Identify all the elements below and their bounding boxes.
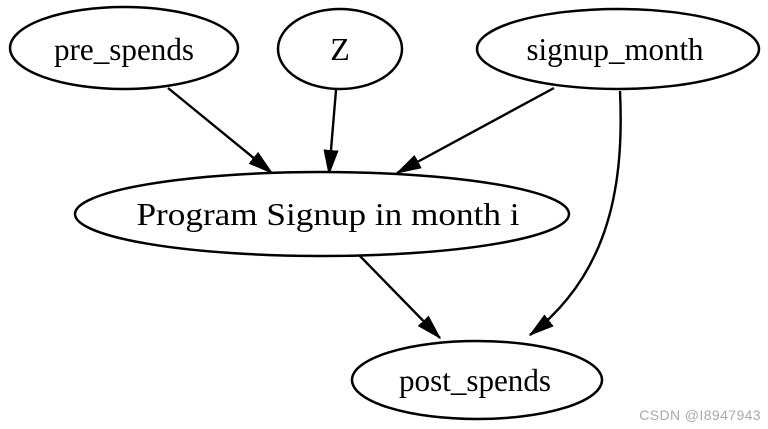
node-program-signup-label: Program Signup in month i xyxy=(137,196,520,232)
edge-pre-spends-to-program-signup xyxy=(167,87,272,173)
csdn-watermark: CSDN @I8947943 xyxy=(639,407,761,423)
node-z: Z xyxy=(276,7,404,91)
edge-signup-month-to-program-signup xyxy=(397,86,555,175)
node-pre-spends-ellipse xyxy=(8,5,240,91)
node-signup-month-ellipse xyxy=(475,7,761,91)
node-signup-month: signup_month xyxy=(475,7,761,91)
edge-signup-month-to-post-spends xyxy=(530,90,622,335)
node-program-signup-ellipse xyxy=(73,170,571,258)
node-layer: pre_spends Z signup_month Program Signup… xyxy=(8,5,761,421)
node-pre-spends-label: pre_spends xyxy=(54,31,194,67)
node-program-signup: Program Signup in month i xyxy=(73,170,571,258)
edge-program-signup-to-post-spends xyxy=(357,253,440,338)
node-post-spends-ellipse xyxy=(350,339,604,421)
edge-layer xyxy=(167,86,622,338)
node-post-spends-label: post_spends xyxy=(399,362,551,398)
node-post-spends: post_spends xyxy=(350,339,604,421)
node-z-ellipse xyxy=(276,7,404,91)
edge-z-to-program-signup xyxy=(329,89,336,174)
node-z-label: Z xyxy=(330,31,350,67)
node-pre-spends: pre_spends xyxy=(8,5,240,91)
node-signup-month-label: signup_month xyxy=(527,31,704,67)
